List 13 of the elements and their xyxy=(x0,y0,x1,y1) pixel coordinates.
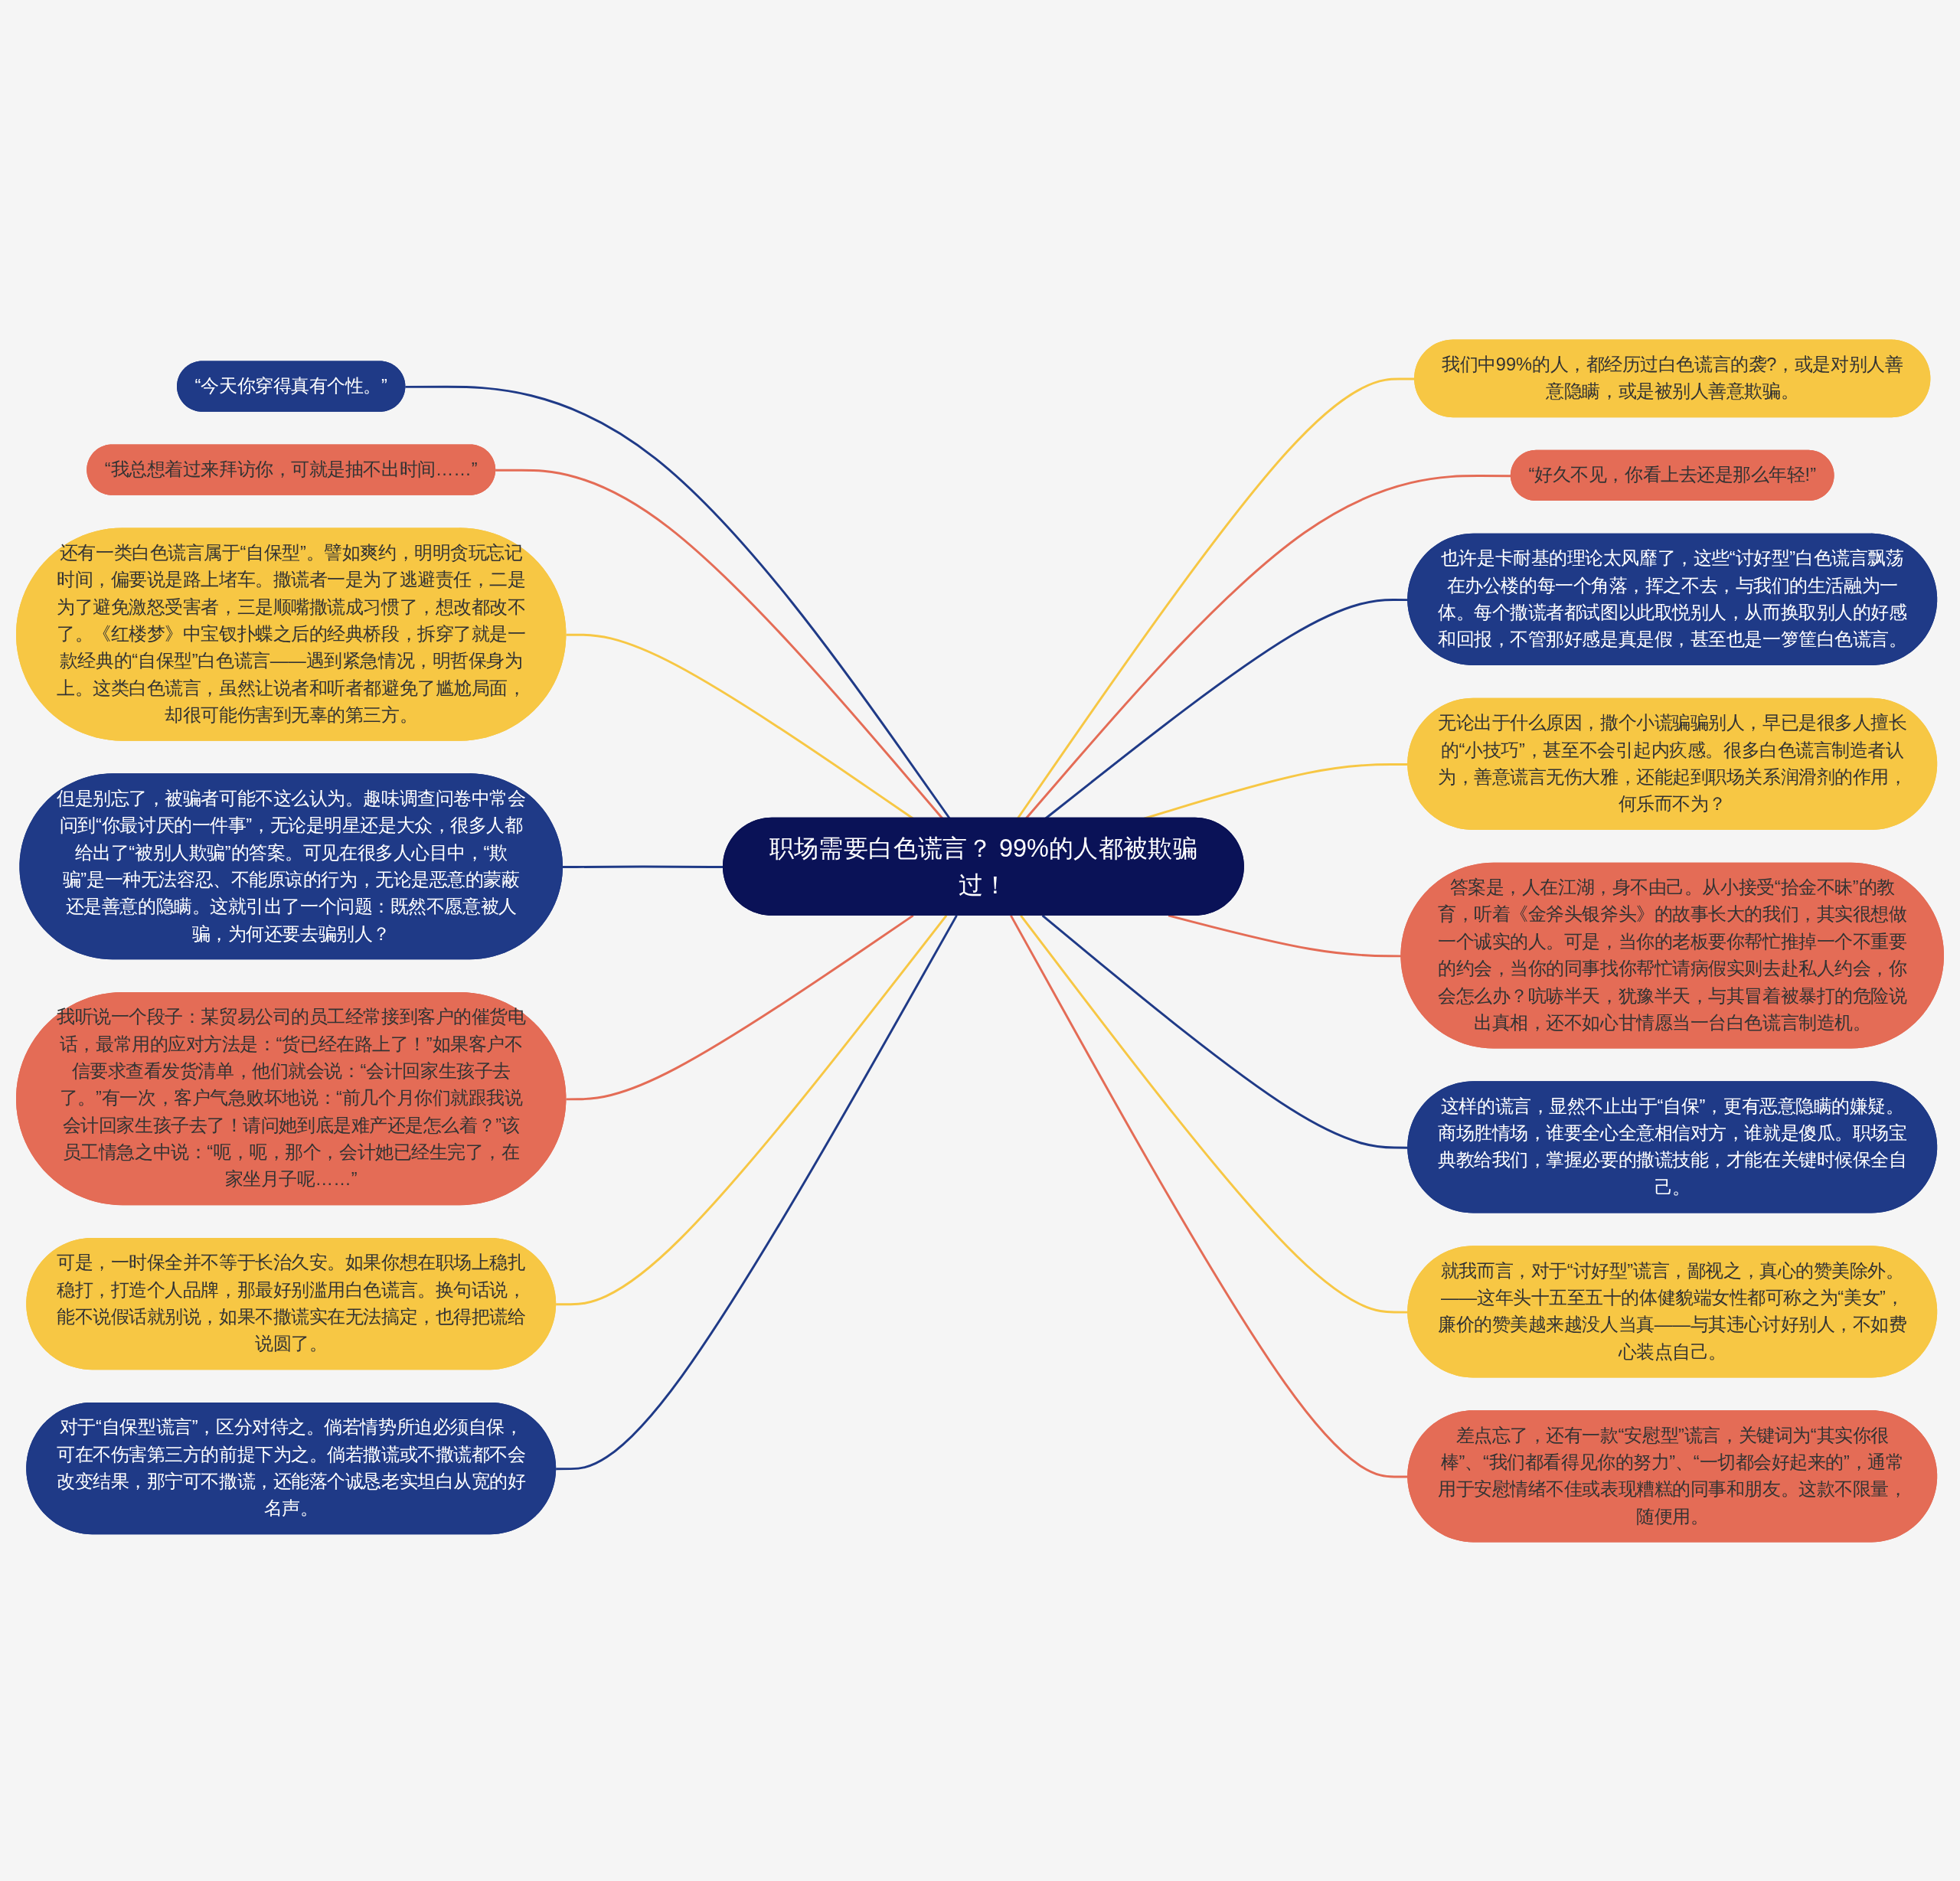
connector xyxy=(1016,377,1416,819)
connector xyxy=(556,914,958,1470)
connector xyxy=(1010,914,1409,1478)
connector xyxy=(1020,914,1409,1314)
connector xyxy=(1044,598,1409,819)
connector xyxy=(566,914,914,1100)
connector xyxy=(495,469,944,819)
connector xyxy=(556,914,948,1305)
connector xyxy=(1168,913,1402,957)
connector xyxy=(1041,914,1409,1149)
connector xyxy=(405,385,951,819)
connector xyxy=(1024,474,1512,819)
connector xyxy=(566,633,914,819)
